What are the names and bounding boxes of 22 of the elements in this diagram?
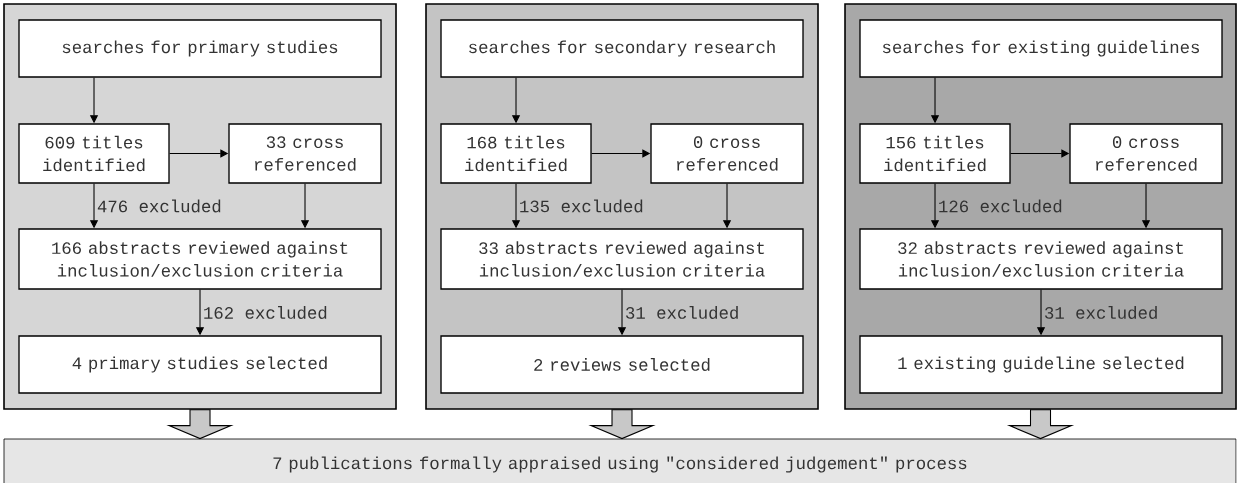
block-arrow bbox=[166, 409, 234, 440]
result-box: 4 primary studies selected bbox=[18, 335, 382, 394]
summary-box: 7 publications formally appraised using "considered judgement" process bbox=[3, 438, 1237, 483]
count-box: 609 titles identified bbox=[18, 123, 170, 184]
count-box: 168 titles identified bbox=[440, 123, 592, 184]
edge-label: 135 excluded bbox=[517, 198, 646, 214]
screening-box: 32 abstracts reviewed against inclusion/exclusion criteria bbox=[859, 228, 1223, 290]
edge-label: 476 excluded bbox=[95, 198, 224, 214]
count-box: 33 cross referenced bbox=[228, 123, 382, 184]
search-box: searches for existing guidelines bbox=[859, 19, 1223, 78]
screening-box: 166 abstracts reviewed against inclusion/exclusion criteria bbox=[18, 228, 382, 290]
search-box: searches for secondary research bbox=[440, 19, 804, 78]
screening-box: 33 abstracts reviewed against inclusion/exclusion criteria bbox=[440, 228, 804, 290]
result-box: 1 existing guideline selected bbox=[859, 335, 1223, 394]
count-box: 0 cross referenced bbox=[1069, 123, 1223, 184]
search-box: searches for primary studies bbox=[18, 19, 382, 78]
edge-label: 126 excluded bbox=[936, 198, 1065, 214]
block-arrow bbox=[588, 409, 656, 440]
count-box: 0 cross referenced bbox=[650, 123, 804, 184]
result-box: 2 reviews selected bbox=[440, 335, 804, 394]
count-box: 156 titles identified bbox=[859, 123, 1011, 184]
block-arrow bbox=[1006, 409, 1075, 440]
